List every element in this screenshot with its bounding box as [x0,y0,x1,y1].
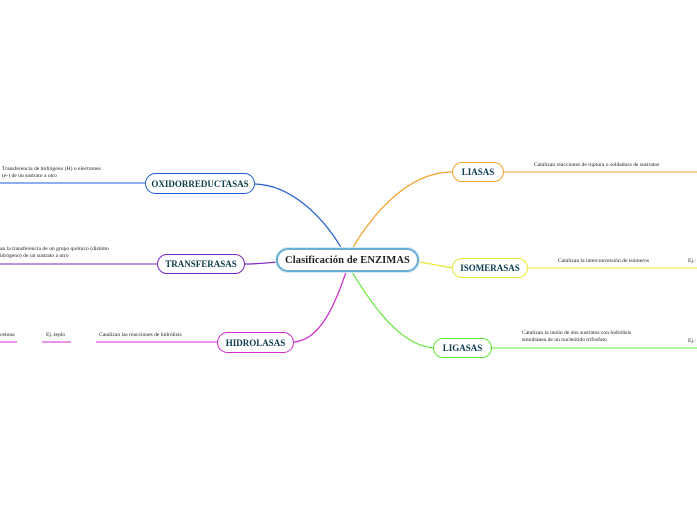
link-hidrolasas [293,271,347,343]
topic-oxidorreductasas[interactable]: OXIDORREDUCTASAS [145,173,255,194]
subtopic-hidrolasas-desc[interactable]: Catalizan las reacciones de hidrólisis [99,332,182,338]
subtopic-liasas-desc[interactable]: Catalizan reacciones de ruptura o soldad… [534,162,660,168]
link-ligasas [351,271,434,349]
topic-liasas[interactable]: LIASAS [452,162,504,182]
subtopic-line: Transferencia de hidrógeno (H) o electro… [2,166,101,172]
subtopic-oxidorreductasas-desc[interactable]: Transferencia de hidrógeno (H) o electro… [2,166,101,180]
subtopic-isomerasas-desc[interactable]: Catalizan la interconversión de isómeros [558,258,650,264]
subtopic-hidrolasas-example[interactable]: Ej.:teplo [46,332,66,338]
topic-hidrolasas[interactable]: HIDROLASAS [217,332,294,353]
subtopic-ligasas-example[interactable]: Ej.: [688,338,696,344]
link-isomerasas [418,261,453,269]
link-transferasas [244,261,279,265]
subtopic-transferasas-desc[interactable]: an la transferencia de un grupo químico … [0,246,109,260]
subtopic-isomerasas-example[interactable]: Ej.: [688,258,696,264]
subtopic-line: simultánea de un nucleótido trifosfato [522,337,607,344]
subtopic-line: idrógeno) de un sustrato a otro [0,253,69,260]
central-topic[interactable]: Clasificación de ENZIMAS [276,248,419,272]
subtopic-hidrolasas-sub[interactable]: cetona [0,332,15,338]
subtopic-line: an la transferencia de un grupo químico … [0,246,109,252]
topic-transferasas[interactable]: TRANSFERASAS [157,254,245,274]
subtopic-line: (e-) de un sustrato a otro [2,173,57,180]
link-liasas [351,171,453,250]
topic-isomerasas[interactable]: ISOMERASAS [452,258,528,278]
topic-ligasas[interactable]: LIGASAS [433,338,492,358]
subtopic-ligasas-desc[interactable]: Catalizan la unión de dos sustratos con … [522,330,631,344]
link-oxidorreductasas [254,183,343,250]
subtopic-line: Catalizan la unión de dos sustratos con … [522,330,632,336]
